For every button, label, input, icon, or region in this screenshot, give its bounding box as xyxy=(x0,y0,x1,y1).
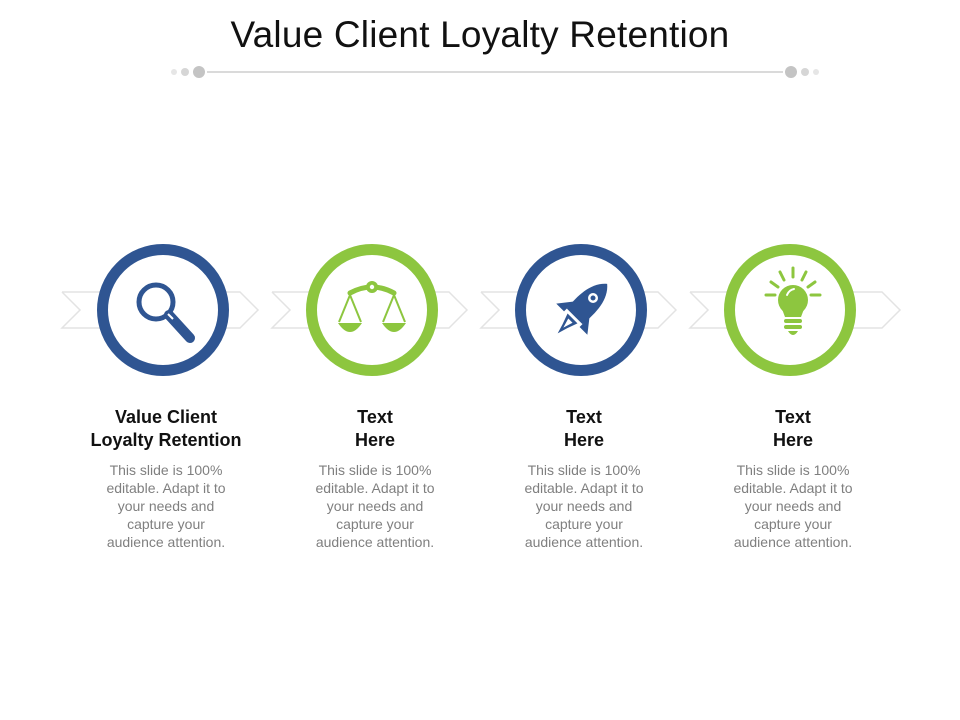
step-1-description: This slide is 100% editable. Adapt it to… xyxy=(106,462,226,550)
step-3-ring xyxy=(515,244,647,376)
step-2-heading: Text Here xyxy=(354,407,396,450)
step-2-description: This slide is 100% editable. Adapt it to… xyxy=(315,462,435,550)
step-4-heading: Text Here xyxy=(772,407,814,450)
step-2-ring xyxy=(306,244,438,376)
step-3-description: This slide is 100% editable. Adapt it to… xyxy=(524,462,644,550)
step-3-heading: Text Here xyxy=(563,407,605,450)
balance-scale-icon xyxy=(338,281,406,332)
step-4-ring xyxy=(724,244,856,376)
lightbulb-icon xyxy=(764,266,822,335)
step-1-ring xyxy=(97,244,229,376)
step-4-description: This slide is 100% editable. Adapt it to… xyxy=(733,462,853,550)
magnifier-icon xyxy=(136,282,195,343)
chevron-track xyxy=(60,291,902,329)
step-1-heading: Value Client Loyalty Retention xyxy=(90,407,242,450)
slide-title: Value Client Loyalty Retention xyxy=(230,14,730,55)
rocket-icon xyxy=(556,283,608,335)
title-divider xyxy=(171,66,819,78)
